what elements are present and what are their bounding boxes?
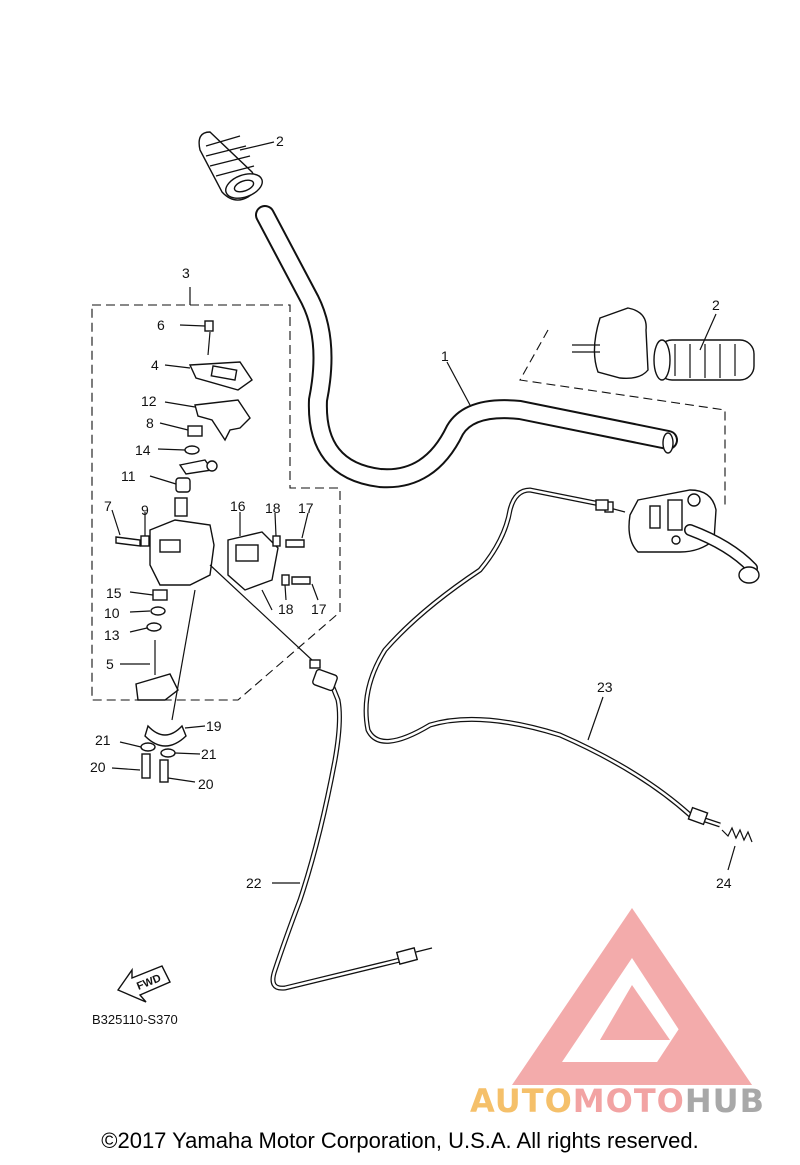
lever-5 xyxy=(120,640,179,701)
callout-14: 14 xyxy=(135,442,151,458)
leader-2a xyxy=(239,141,275,151)
callout-20-right: 20 xyxy=(198,776,214,792)
throttle-cable xyxy=(209,564,433,991)
switch-16 xyxy=(227,512,279,611)
callout-21-right: 21 xyxy=(201,746,217,762)
washer-21-left xyxy=(119,741,156,752)
callout-17-top: 17 xyxy=(298,500,314,516)
cover-4 xyxy=(164,361,253,391)
nut-18-bottom xyxy=(281,574,290,601)
leader-2b xyxy=(699,313,717,351)
callout-2-right-grip: 2 xyxy=(712,297,720,313)
copyright-notice: ©2017 Yamaha Motor Corporation, U.S.A. A… xyxy=(101,1128,699,1153)
callout-20-left: 20 xyxy=(90,759,106,775)
callout-12: 12 xyxy=(141,393,157,409)
bolt-20-right xyxy=(159,759,196,783)
callout-23: 23 xyxy=(597,679,613,695)
leader-1 xyxy=(446,361,471,406)
callout-6: 6 xyxy=(157,317,165,333)
callout-1: 1 xyxy=(441,348,449,364)
callout-24: 24 xyxy=(716,875,732,891)
diagram-reference-code: B325110-S370 xyxy=(92,1012,178,1027)
screw-6 xyxy=(179,320,214,356)
throttle-housing-lower xyxy=(149,497,215,586)
brake-lever-assembly xyxy=(604,489,760,584)
screw-17-top xyxy=(285,512,309,548)
nut-18-top xyxy=(272,512,281,547)
washer-10 xyxy=(129,606,166,616)
bolt-20-left xyxy=(111,753,151,779)
collar-9 xyxy=(140,512,150,547)
callout-9: 9 xyxy=(141,502,149,518)
washer-13 xyxy=(129,622,162,633)
assembly-3-outline xyxy=(91,304,341,701)
watermark-auto: AUTO xyxy=(470,1082,573,1120)
bracket-19 xyxy=(144,589,206,747)
nut-8 xyxy=(159,422,203,437)
callout-17-bottom: 17 xyxy=(311,601,327,617)
washer-21-right xyxy=(160,748,201,758)
grip-housing xyxy=(572,307,649,380)
washer-14 xyxy=(157,445,200,455)
watermark-brand: AUTOMOTOHUB xyxy=(470,1082,765,1120)
callout-16: 16 xyxy=(230,498,246,514)
callout-22: 22 xyxy=(246,875,262,891)
callout-3: 3 xyxy=(182,265,190,281)
fwd-arrow-icon: FWD xyxy=(116,965,171,1003)
callout-8: 8 xyxy=(146,415,154,431)
spring-11 xyxy=(149,475,191,493)
callout-18-bottom: 18 xyxy=(278,601,294,617)
gasket-12 xyxy=(164,399,251,442)
callout-7: 7 xyxy=(104,498,112,514)
left-grip xyxy=(198,131,263,201)
automotohub-logo xyxy=(512,908,752,1085)
brake-cable xyxy=(363,487,721,828)
callout-19: 19 xyxy=(206,718,222,734)
handlebar xyxy=(255,205,678,489)
callout-18-top: 18 xyxy=(265,500,281,516)
screw-17-bottom xyxy=(291,576,319,601)
callout-11: 11 xyxy=(121,468,136,484)
grip-assembly-outline xyxy=(519,329,726,505)
nut-15 xyxy=(129,589,168,601)
screw-7 xyxy=(111,509,141,547)
callout-13: 13 xyxy=(104,627,120,643)
plate-14b xyxy=(178,459,218,475)
callout-21-left: 21 xyxy=(95,732,111,748)
callout-4: 4 xyxy=(151,357,159,373)
watermark-hub: HUB xyxy=(684,1082,766,1120)
spring-24 xyxy=(721,826,753,871)
callout-5: 5 xyxy=(106,656,114,672)
callout-10: 10 xyxy=(104,605,120,621)
callout-2-left-grip: 2 xyxy=(276,133,284,149)
right-grip xyxy=(653,339,755,381)
watermark-moto: MOTO xyxy=(572,1082,685,1120)
callout-15: 15 xyxy=(106,585,122,601)
